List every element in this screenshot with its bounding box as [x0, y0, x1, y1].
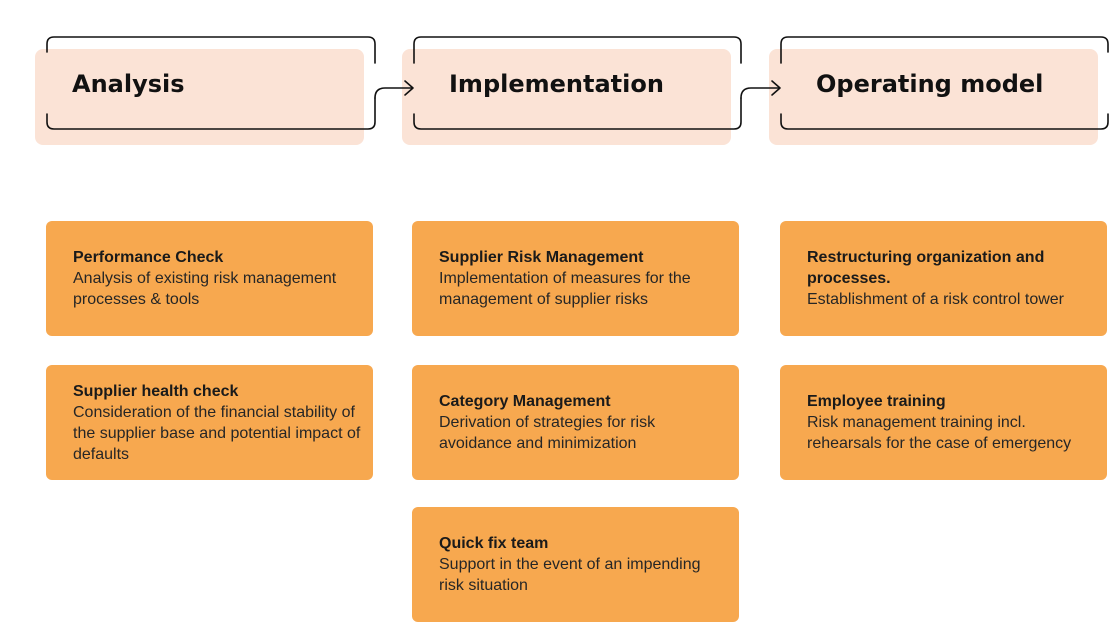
arrow-head-1: [404, 80, 414, 96]
card-title: Restructuring organization and processes…: [807, 249, 1045, 287]
card-title: Category Management: [439, 393, 611, 410]
card-description: Support in the event of an impending ris…: [439, 556, 701, 594]
card-description: Establishment of a risk control tower: [807, 291, 1064, 308]
card-supplier-health-check: Supplier health check Consideration of t…: [46, 365, 373, 480]
card-description: Risk management training incl. rehearsal…: [807, 414, 1072, 452]
phase-title-implementation: Implementation: [449, 70, 664, 98]
operating-model-bracket-bottom: [780, 113, 1109, 130]
card-description: Derivation of strategies for risk avoida…: [439, 414, 656, 452]
card-performance-check: Performance Check Analysis of existing r…: [46, 221, 373, 336]
phase-title-analysis: Analysis: [72, 70, 185, 98]
card-supplier-risk-management: Supplier Risk Management Implementation …: [412, 221, 739, 336]
analysis-bracket-bottom: [46, 97, 376, 130]
implementation-bracket: [413, 36, 742, 64]
operating-model-bracket: [780, 36, 1109, 64]
card-employee-training: Employee training Risk management traini…: [780, 365, 1107, 480]
card-title: Performance Check: [73, 249, 224, 266]
connector-implementation-operating: [740, 87, 780, 99]
card-title: Employee training: [807, 393, 946, 410]
card-title: Quick fix team: [439, 535, 549, 552]
analysis-bracket: [46, 36, 376, 64]
card-category-management: Category Management Derivation of strate…: [412, 365, 739, 480]
card-restructuring-organization: Restructuring organization and processes…: [780, 221, 1107, 336]
card-description: Analysis of existing risk management pro…: [73, 270, 337, 308]
implementation-bracket-bottom: [413, 97, 742, 130]
card-description: Implementation of measures for the manag…: [439, 270, 691, 308]
card-title: Supplier Risk Management: [439, 249, 644, 266]
phase-title-operating-model: Operating model: [816, 70, 1044, 98]
arrow-head-2: [771, 80, 781, 96]
connector-analysis-implementation: [374, 87, 413, 99]
card-description: Consideration of the financial stability…: [73, 403, 361, 463]
card-title: Supplier health check: [73, 382, 239, 400]
card-quick-fix-team: Quick fix team Support in the event of a…: [412, 507, 739, 622]
